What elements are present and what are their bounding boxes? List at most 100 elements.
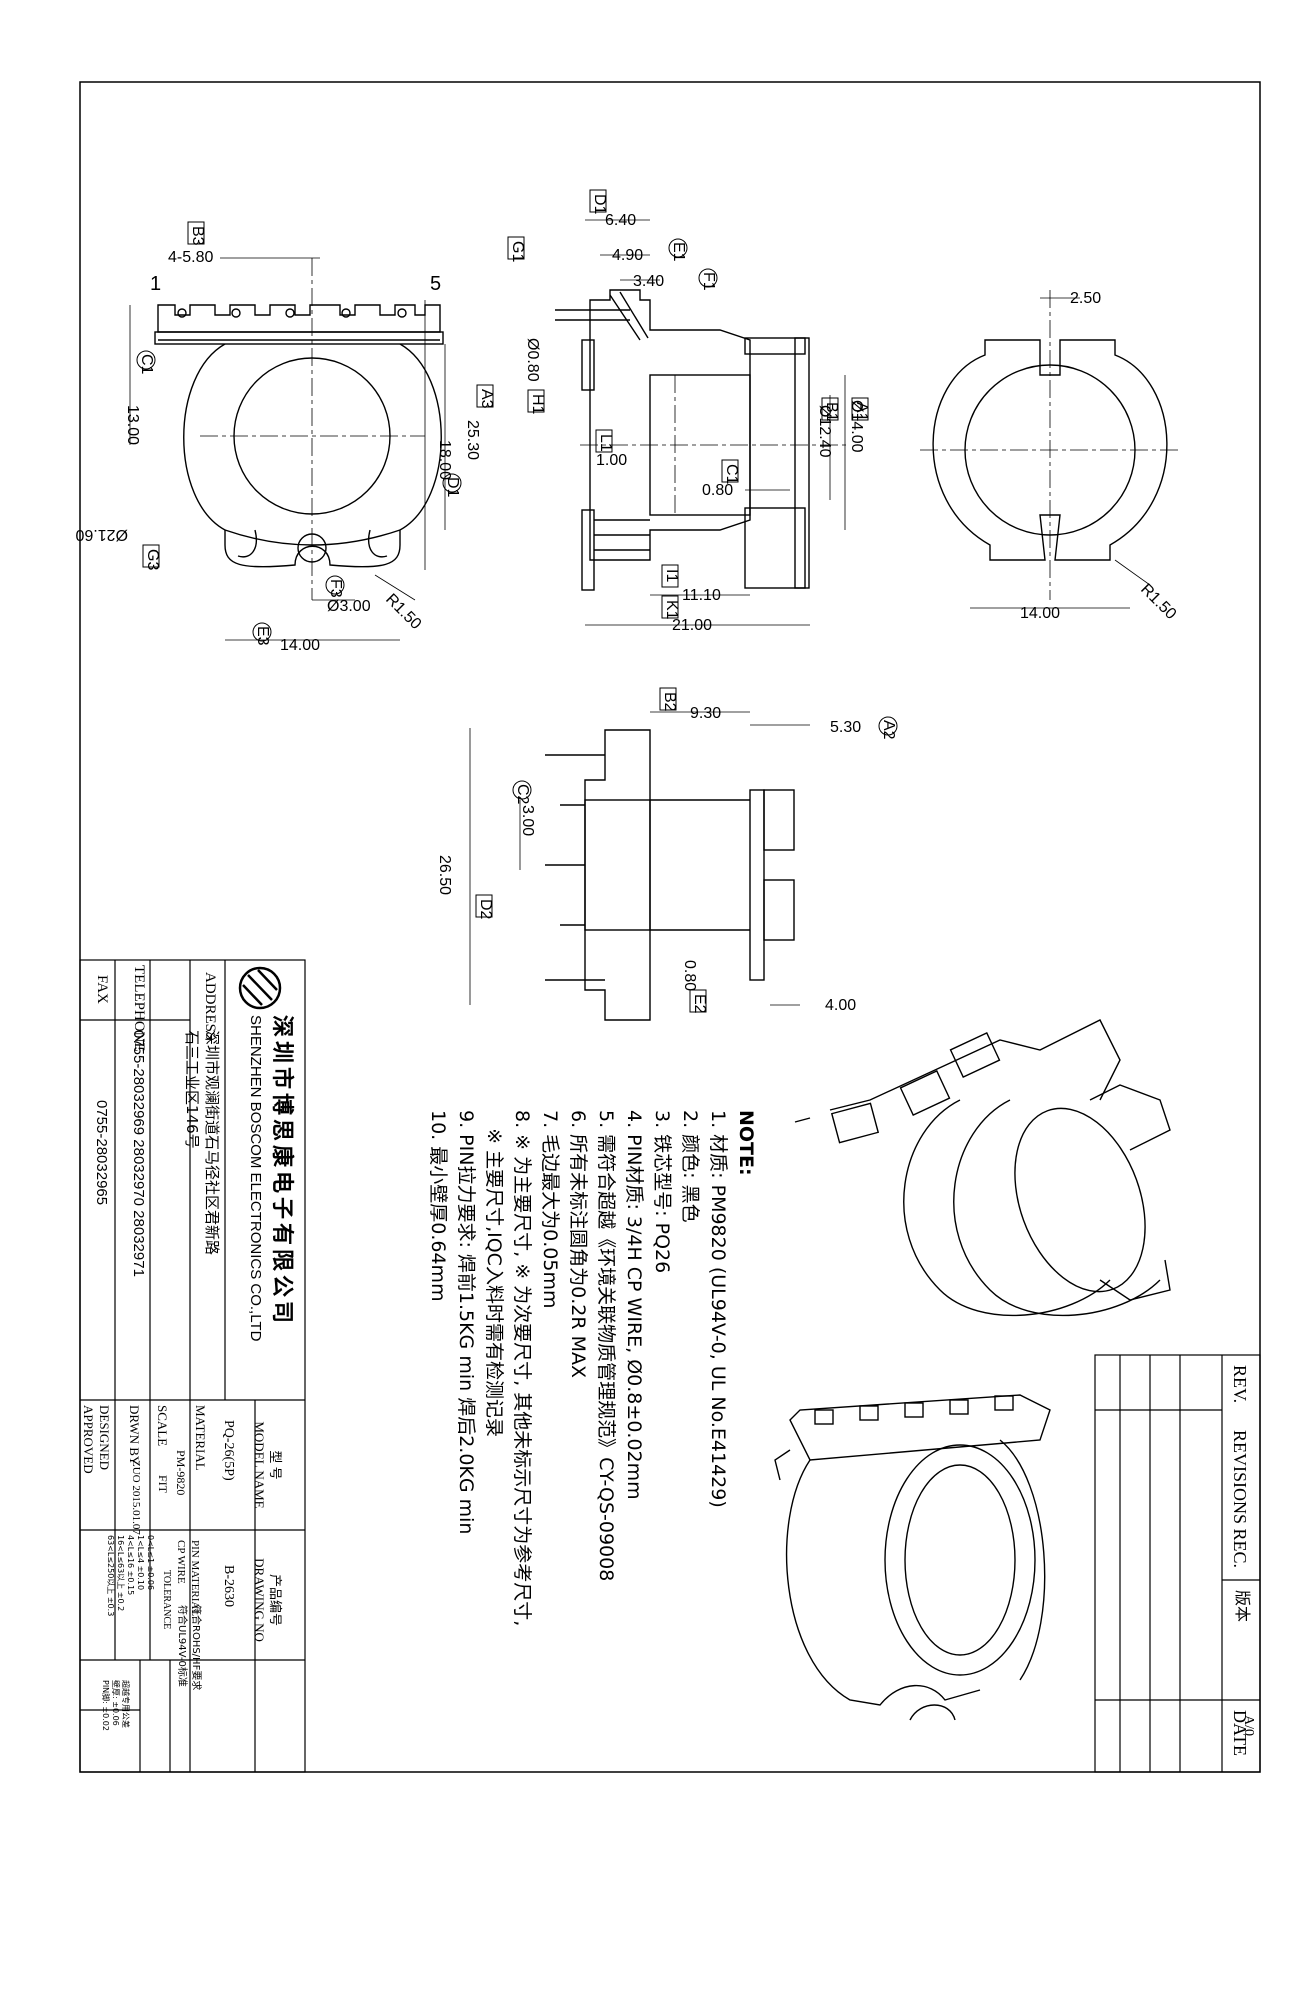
note-item: 6. 所有未标注圆角为0.2R MAX [567,1110,589,1379]
material-label: MATERIAL [193,1405,208,1471]
dim-flange: 1.00 [596,452,627,469]
dim-a2: 5.30 [830,719,861,736]
revisions-label: REVISIONS REC. [1230,1430,1250,1569]
compliance-ul: 符合UL94V-0标准 [176,1605,187,1687]
tag-a3: A3 [478,389,495,409]
isometric-view-bottom [774,1394,1051,1721]
drawn-value: ZUO 2015.01.07 [130,1460,142,1535]
tag-g3: G3 [144,549,161,570]
scale-label: SCALE [155,1405,170,1447]
tag-i1: I1 [663,569,680,582]
dim-height: 13.00 [124,405,141,445]
special-tolerance-item: 超越专用公差 [121,1680,130,1728]
dim-hole: Ø3.00 [327,598,371,615]
model-label-en: MODEL NAME [252,1421,267,1509]
isometric-view-top [794,1019,1171,1317]
model-label: 型 号 MODEL NAME [251,1410,283,1520]
tolerance-item: 16<L≤63以上 ±0.2 [116,1535,125,1612]
dim-total-len: 21.00 [672,617,712,634]
note-item: 1. 材质: PM9820 (UL94V-0, UL No.E41429) [707,1110,729,1508]
notes-block: NOTE: 1. 材质: PM9820 (UL94V-0, UL No.E414… [424,1110,760,2010]
dim-inner: 18.00 [436,440,453,480]
tag-h1: H1 [529,394,546,415]
tag-d2: D2 [477,899,494,920]
dim-pin-dia: Ø0.80 [524,338,541,382]
tag-k1: K1 [663,600,680,620]
tag-e3: E3 [254,626,271,646]
dim-c2: 3.00 [519,805,536,836]
tag-c1-front: C1 [138,354,155,375]
dim-right-radius: R1.50 [1137,581,1179,623]
dim-pin-pitch: 4-5.80 [168,249,213,266]
version-value: A/0 [1241,1715,1256,1736]
compliance-rohs: 符合ROHS/HF要求 [190,1605,201,1691]
tag-a2: A2 [880,720,897,740]
pin-1-label: 1 [150,273,161,295]
company-logo [238,966,282,1010]
note-item: 8. ※ 为主要尺寸, ※ 为次要尺寸, 其他未标示尺寸为参考尺寸, [511,1110,533,1627]
tag-b2: B2 [661,692,678,712]
note-item: 7. 毛边最大为0.05mm [539,1110,561,1309]
company-en: SHENZHEN BOSCOM ELECTRONICS CO.,LTD [247,1015,264,1342]
dim-diameter: Ø21.60 [75,526,128,543]
fax-label: FAX [94,975,110,1004]
model-label-cn: 型 号 [268,1450,283,1480]
pin-5-label: 5 [430,273,441,295]
revision-block [1094,1354,1261,1773]
address-line1: 深圳市观澜街道石马径社区君新路 [203,1030,221,1256]
notes-heading: NOTE: [735,1110,757,1176]
drawing-sheet: 4-5.80 1 5 13.00 25.30 18.00 Ø21.60 Ø3.0… [75,81,1261,1773]
drawing-label-cn: 产品编号 [268,1573,283,1626]
special-tolerance-item: PIN脚: ±0.02 [101,1680,110,1731]
title-company: 深圳市博思康电子有限公司 SHENZHEN BOSCOM ELECTRONICS… [247,1015,300,1395]
tag-c1-side: C1 [723,464,740,485]
note-item: 9. PIN拉力要求: 焊前1.5KG min 焊后2.0KG min [455,1110,477,1535]
tag-g1: G1 [509,241,526,262]
dim-side-490: 4.90 [612,247,643,264]
dim-b2: 9.30 [690,705,721,722]
side-view [555,219,850,626]
sheet-border [79,81,1261,1773]
drawing-label-en: DRAWING NO [252,1558,267,1642]
drawing-number: B-2630 [221,1565,236,1607]
tag-f3: F3 [327,579,344,598]
note-item: 2. 颜色: 黑色 [679,1110,701,1223]
right-view [920,290,1180,609]
title-block [79,959,306,1773]
tag-b1: B1 [823,402,840,422]
tolerance-label: TOLERANCE [161,1570,172,1630]
tag-f1: F1 [700,272,717,291]
rev-label: REV. [1230,1365,1250,1404]
note-item: 4. PIN材质: 3/4H CP WIRE, Ø0.8±0.02mm [623,1110,645,1500]
note-item: 3. 铁芯型号: PQ26 [651,1110,673,1274]
company-cn: 深圳市博思康电子有限公司 [269,1015,294,1328]
dim-inner-dia: Ø12.40 [816,405,833,458]
dim-radius: R1.50 [382,591,424,633]
address-value: 深圳市观澜街道石马径社区君新路 石三工业区146号 [182,1030,222,1255]
dim-wall: 0.80 [702,482,733,499]
dim-bottom-height: 26.50 [436,855,453,895]
tag-d1-front: D1 [444,477,461,498]
tolerance-item: 0<L≤1 ±0.06 [146,1535,155,1591]
dim-side-640: 6.40 [605,212,636,229]
tag-e1: E1 [670,242,687,262]
dim-e2: 0.80 [681,960,698,991]
dim-overall: 25.30 [464,420,481,460]
note-item: ※ 主要尺寸,IQC入料时需有检测记录 [483,1110,505,1437]
tag-a1: A1 [853,402,870,422]
drawn-label: DRWN BY [127,1405,142,1466]
tolerance-item: 1<L≤4 ±0.10 [136,1535,145,1591]
notes-list: 1. 材质: PM9820 (UL94V-0, UL No.E41429) 2. … [424,1110,732,2010]
dim-side-340: 3.40 [633,273,664,290]
dim-slot: 2.50 [1070,290,1101,307]
compliance-block: 符合ROHS/HF要求 符合UL94V-0标准 [174,1605,202,1690]
front-view [129,257,446,641]
designed-label: DESIGNED [97,1405,112,1470]
tolerance-item: 4<L≤16 ±0.15 [126,1535,135,1596]
dim-width: 14.00 [280,637,320,654]
note-item: 5. 需符合超越《环境关联物质管理规范》CY-QS-09008 [595,1110,617,1582]
tag-c2: C2 [514,784,531,805]
tag-l1: L1 [597,434,614,452]
